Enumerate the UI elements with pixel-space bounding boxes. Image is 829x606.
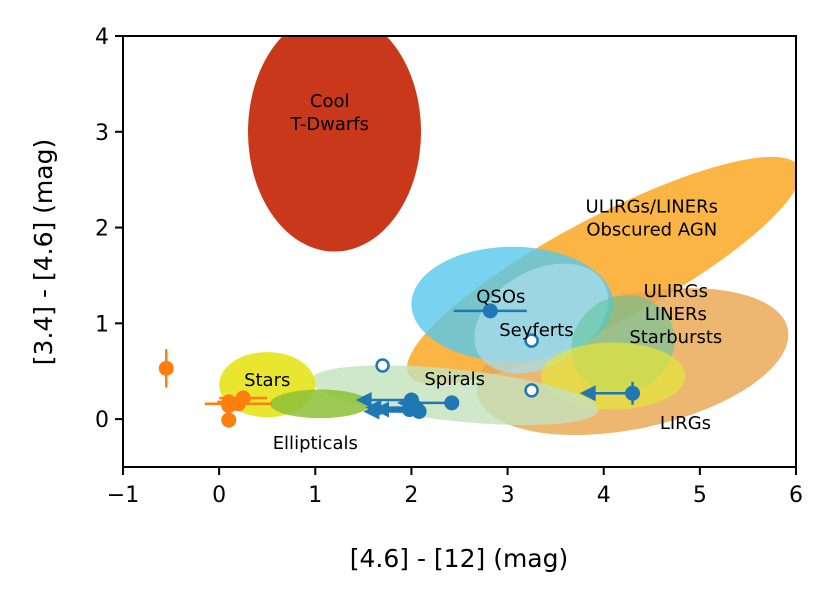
region-ellipticals	[270, 389, 371, 419]
y-tick-label: 4	[95, 25, 109, 50]
open-marker	[524, 383, 539, 398]
filled-marker	[402, 402, 418, 418]
y-axis-label: [3.4] - [4.6] (mag)	[29, 139, 58, 365]
region-label-qsos: QSOs	[476, 287, 525, 308]
point-blue-8	[524, 333, 539, 348]
data-point-layer	[158, 303, 641, 428]
point-blue-9	[524, 383, 539, 398]
x-tick-label: −1	[107, 483, 139, 508]
open-marker	[375, 358, 390, 373]
region-label-spirals: Spirals	[424, 369, 485, 390]
plot-frame	[122, 35, 797, 468]
limit-arrow-head	[579, 385, 596, 402]
y-tick-label: 0	[95, 408, 109, 433]
limit-arrow-head	[363, 403, 380, 420]
y-tick-label: 1	[95, 312, 109, 337]
filled-marker	[444, 395, 460, 411]
x-tick-label: 4	[597, 483, 611, 508]
region-label-ellipticals: Ellipticals	[273, 433, 358, 454]
open-marker	[524, 333, 539, 348]
x-tick-label: 3	[501, 483, 515, 508]
x-tick-label: 6	[789, 483, 803, 508]
region-cool	[248, 36, 422, 252]
x-tick-label: 1	[308, 483, 322, 508]
x-tick-label: 2	[404, 483, 418, 508]
limit-arrow-head	[355, 391, 372, 408]
region-overlap-6	[541, 342, 686, 410]
axes: −1 0 1 2 3 4 5 6 0 1 2 3 4	[95, 25, 803, 508]
point-blue-0	[453, 303, 527, 319]
point-orange-4	[221, 398, 237, 414]
region-label-stars: Stars	[244, 370, 290, 391]
point-blue-7	[375, 358, 390, 373]
x-tick-label: 5	[693, 483, 707, 508]
y-tick-label: 2	[95, 217, 109, 242]
region-label-lirgs: LIRGs	[660, 413, 711, 434]
filled-marker	[625, 385, 641, 401]
region-label-seyferts: Seyferts	[499, 320, 573, 341]
x-axis-label: [4.6] - [12] (mag)	[350, 544, 569, 573]
x-tick-label: 0	[212, 483, 226, 508]
filled-marker	[482, 303, 498, 319]
region-layer	[219, 36, 796, 436]
filled-marker	[158, 360, 174, 376]
point-blue-1	[579, 381, 641, 405]
filled-marker	[221, 398, 237, 414]
point-orange-5	[221, 412, 237, 428]
filled-marker	[221, 412, 237, 428]
limit-arrow-head	[372, 401, 389, 418]
point-blue-6	[372, 401, 418, 418]
point-orange-0	[158, 349, 174, 388]
y-tick-label: 3	[95, 121, 109, 146]
